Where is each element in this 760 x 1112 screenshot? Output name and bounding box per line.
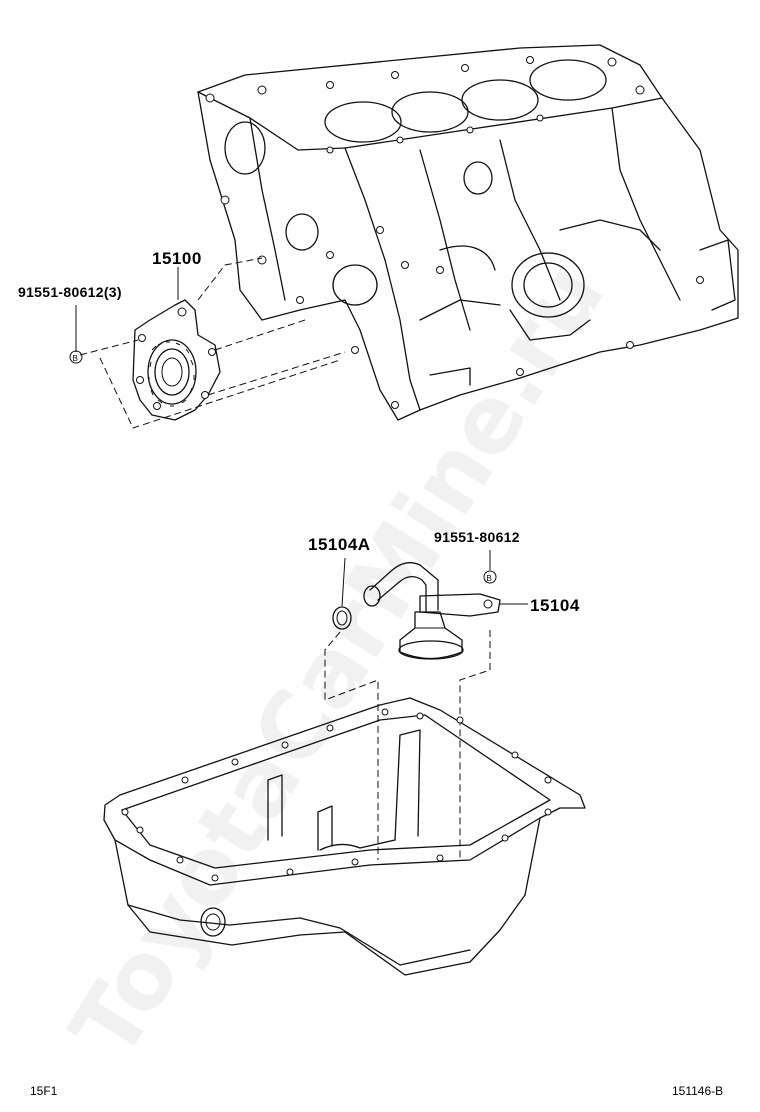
part-label-bolt-upper[interactable]: 91551-80612(3)	[18, 284, 122, 300]
oil-strainer-drawing: B	[324, 550, 528, 860]
part-label-15100[interactable]: 15100	[152, 249, 202, 268]
oil-pan-drawing	[103, 697, 586, 976]
part-label-15104a[interactable]: 15104A	[308, 535, 371, 554]
footer-right-code: 151146-B	[672, 1084, 724, 1098]
part-label-15104[interactable]: 15104	[530, 596, 580, 615]
part-label-bolt-lower[interactable]: 91551-80612	[434, 529, 520, 545]
engine-block-drawing	[197, 44, 739, 421]
marker-b-upper: B	[73, 354, 78, 363]
marker-b-lower: B	[487, 574, 492, 583]
footer-left-code: 15F1	[30, 1084, 58, 1098]
oil-pump-drawing: B	[69, 257, 346, 429]
